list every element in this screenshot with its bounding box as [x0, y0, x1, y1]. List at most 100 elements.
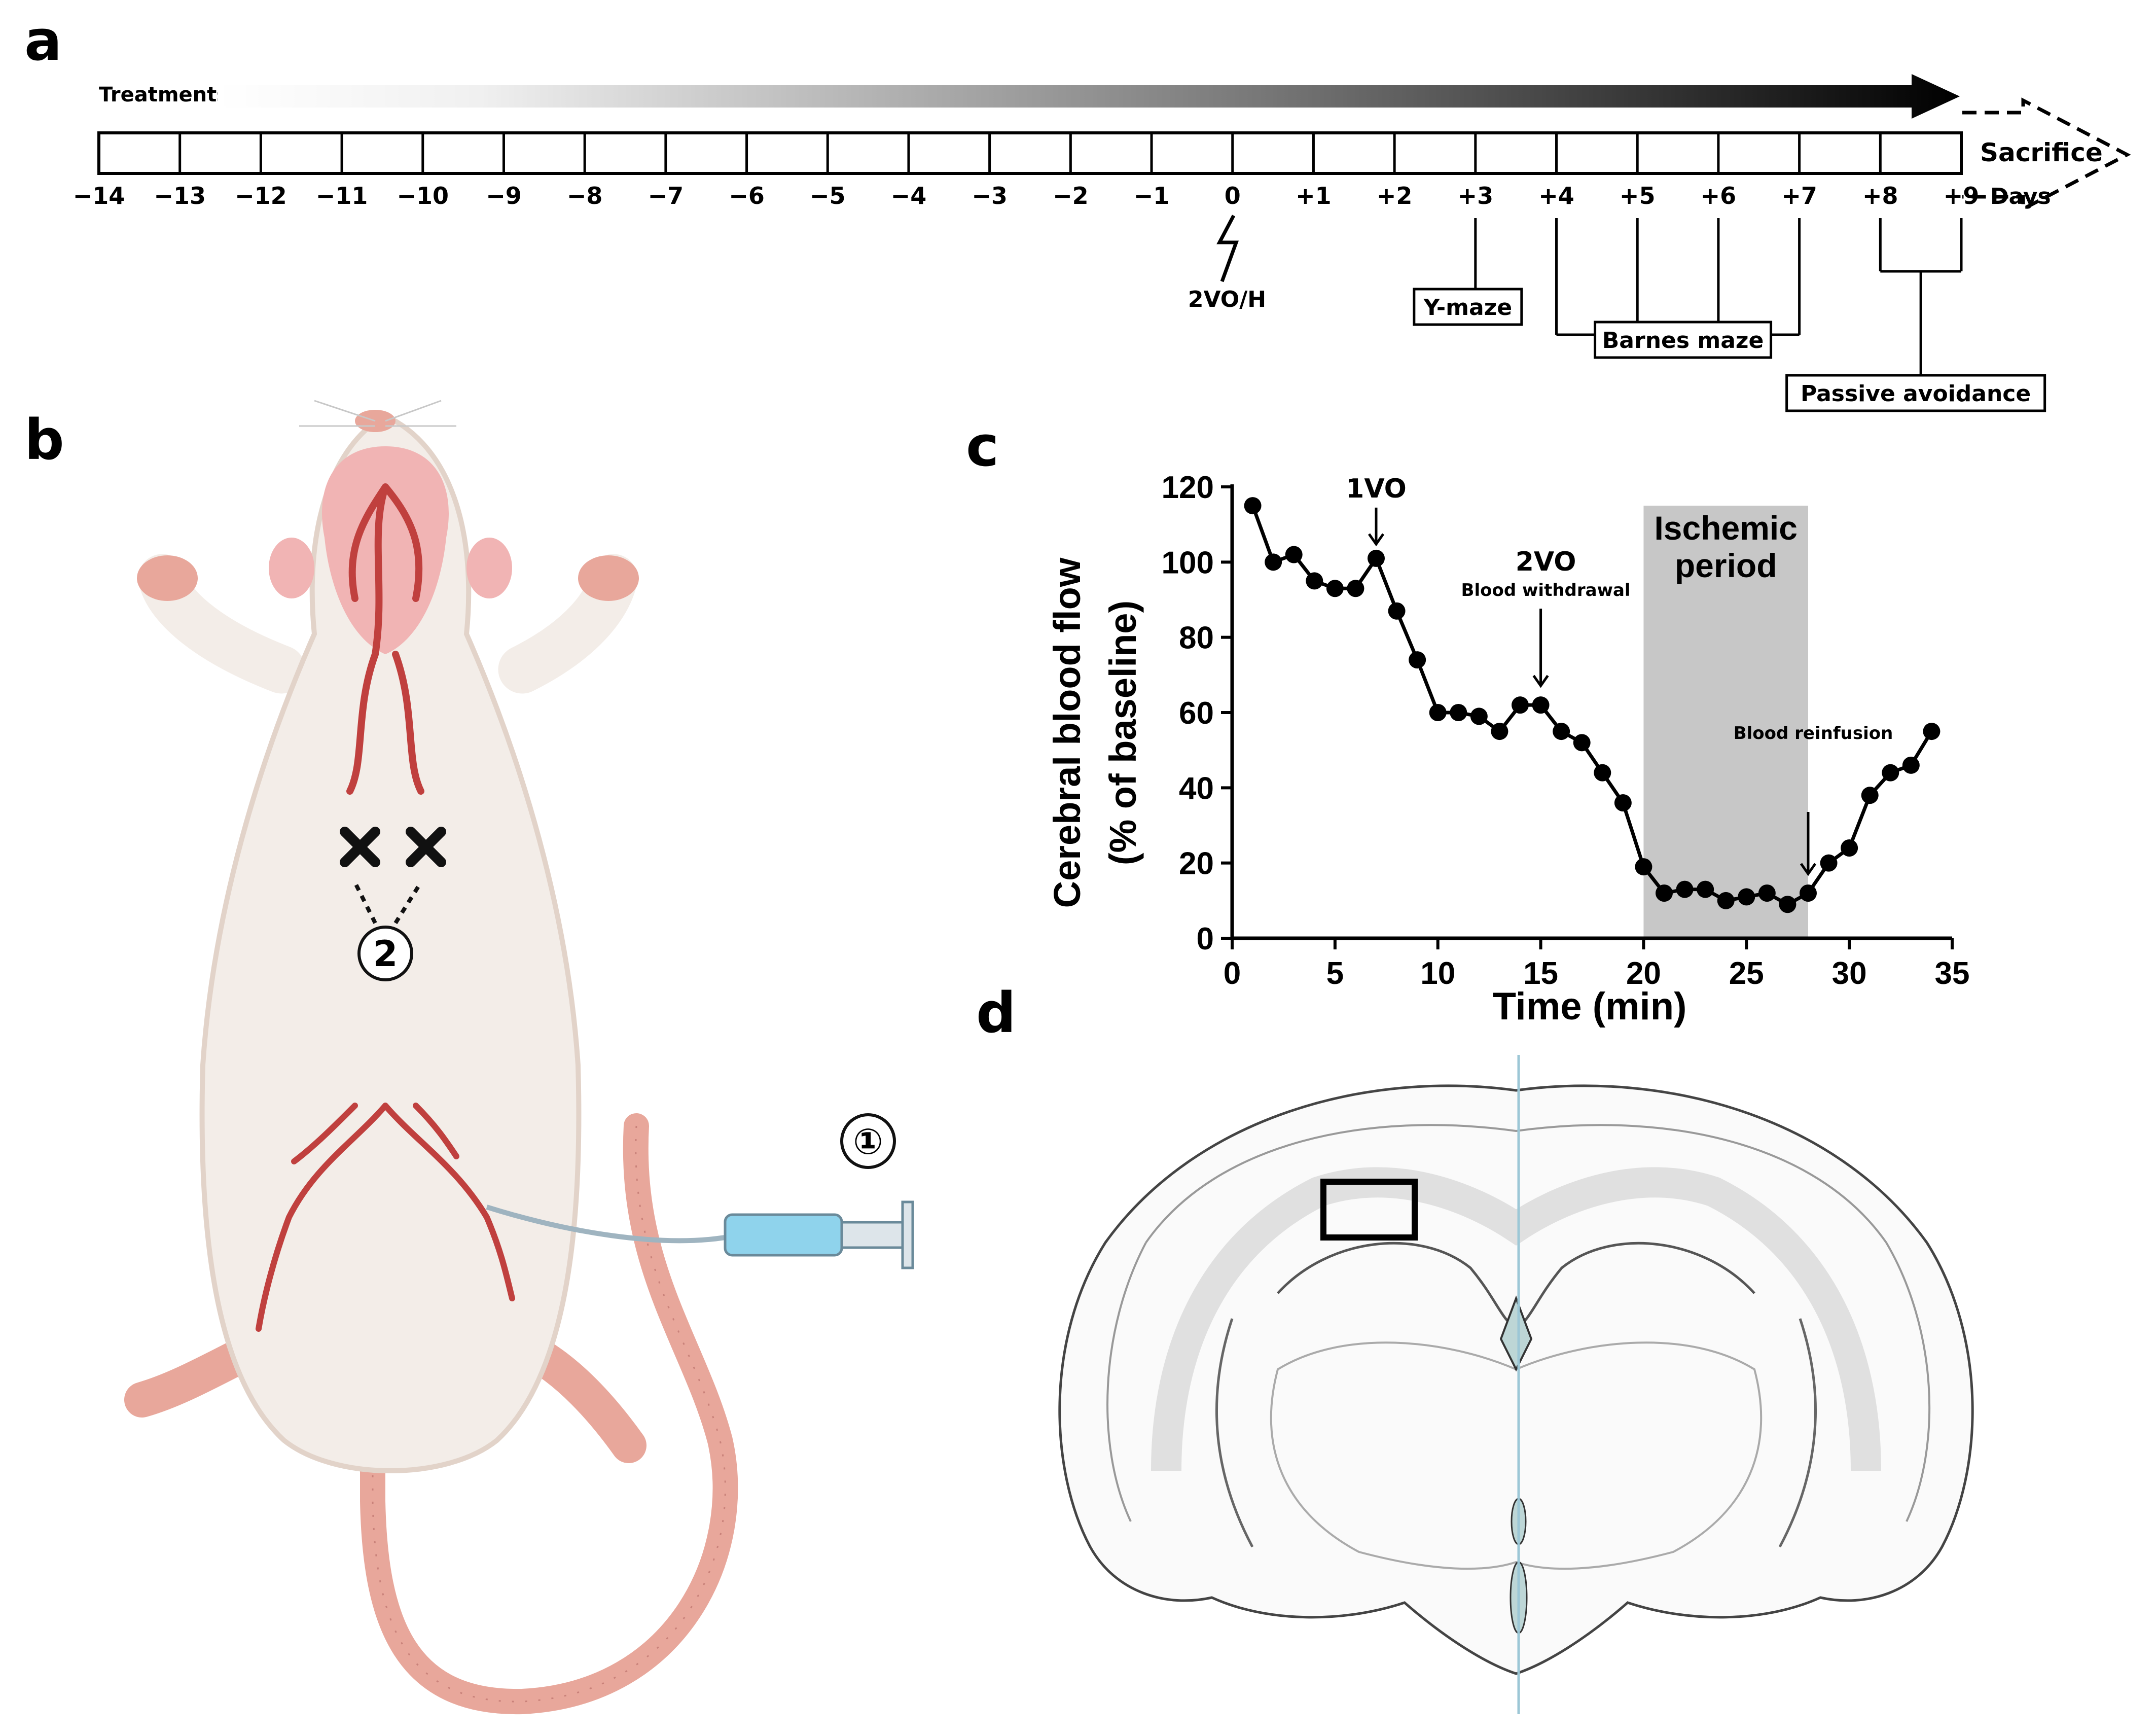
day-tick-label: +4 — [1538, 182, 1574, 209]
annotation-blood-reinfusion: Blood reinfusion — [1734, 723, 1893, 743]
marker-1-circle — [840, 1113, 896, 1169]
sacrifice-label: Sacrifice — [1980, 138, 2103, 167]
y-tick-label: 120 — [1162, 470, 1214, 505]
right-occlusion-icon — [406, 827, 446, 867]
y-tick-label: 0 — [1197, 922, 1214, 957]
data-point — [1738, 888, 1755, 906]
ischemic-period-label-line2: period — [1675, 547, 1777, 584]
x-tick-label: 35 — [1935, 956, 1970, 991]
data-point — [1388, 602, 1406, 620]
syringe-icon — [724, 1213, 843, 1257]
data-point — [1450, 704, 1467, 721]
data-point — [1614, 794, 1632, 811]
panel-label-c: c — [966, 414, 999, 479]
day-tick-label: −7 — [648, 182, 684, 209]
day-tick-label: −3 — [972, 182, 1008, 209]
marker-1: ① — [853, 1121, 883, 1162]
syringe-handle — [901, 1200, 914, 1269]
data-point — [1861, 787, 1879, 804]
data-point — [1409, 651, 1426, 669]
cortex-layer-line-left — [1106, 1242, 1147, 1522]
day-tick-label: −6 — [729, 182, 765, 209]
brain-section-atlas — [1058, 1055, 1974, 1714]
catheter-tube — [486, 1205, 726, 1244]
data-point — [1265, 553, 1282, 571]
data-point — [1512, 696, 1529, 714]
data-point — [1800, 884, 1817, 902]
day-tick-label: −11 — [316, 182, 368, 209]
data-point — [1244, 497, 1262, 515]
timeline-bar — [97, 131, 1963, 175]
x-tick-label: 5 — [1326, 956, 1344, 991]
behavior-test-label: Y-maze — [1423, 295, 1512, 321]
blood-flow-line — [1251, 505, 1933, 907]
thalamus-outline — [1270, 1341, 1763, 1570]
brain-outline — [1058, 1084, 1974, 1675]
third-ventricle — [1499, 1295, 1533, 1372]
cortex-layer-line — [1145, 1124, 1931, 1522]
marker-2-circle — [357, 926, 413, 981]
day-tick-label: −5 — [810, 182, 846, 209]
data-point — [1347, 580, 1364, 597]
behavior-test-box — [1785, 374, 2046, 412]
sacrifice-dashed-arrow — [1962, 97, 2131, 212]
data-point — [1306, 572, 1323, 590]
day-tick-label: −1 — [1134, 182, 1170, 209]
day-tick-label: −8 — [567, 182, 603, 209]
annotation-2vo: 2VO — [1516, 547, 1576, 577]
panel-label-d: d — [976, 980, 1016, 1045]
day-tick-label: +6 — [1701, 182, 1737, 209]
behavior-test-label: Barnes maze — [1602, 328, 1764, 353]
rat-right-hand — [578, 555, 639, 601]
ischemic-period-label: Ischemic — [1654, 509, 1798, 547]
data-point — [1697, 880, 1714, 898]
data-point — [1491, 723, 1508, 740]
data-point — [1429, 704, 1447, 721]
lateral-structures — [1215, 1318, 1817, 1548]
data-point — [1368, 549, 1385, 567]
day-tick-label: 0 — [1225, 182, 1241, 209]
day-tick-label: −4 — [891, 182, 927, 209]
day-tick-label: +5 — [1620, 182, 1656, 209]
timeline-day-grid — [97, 131, 1963, 175]
panel-d: d — [976, 980, 1974, 1714]
day-tick-label: −14 — [73, 182, 125, 209]
corpus-callosum — [1151, 1167, 1881, 1471]
data-point — [1553, 723, 1570, 740]
annotation-1vo: 1VO — [1346, 474, 1407, 504]
panel-b: b 2 ① — [24, 400, 914, 1715]
data-point — [1820, 854, 1838, 872]
x-axis-label: Time (min) — [1493, 985, 1687, 1028]
treatment-gradient-arrow — [218, 74, 1960, 119]
panel-label-a: a — [24, 8, 62, 73]
x-tick-label: 10 — [1420, 956, 1455, 991]
annotation-blood-withdrawal: Blood withdrawal — [1461, 580, 1631, 600]
behavior-test: Barnes maze — [1555, 218, 1801, 359]
rat-illustration: 2 ① — [124, 400, 914, 1715]
annotation-arrowhead — [1368, 533, 1385, 547]
x-tick-label: 20 — [1626, 956, 1661, 991]
x-tick-label: 25 — [1729, 956, 1764, 991]
day-tick-label: −2 — [1053, 182, 1089, 209]
syringe-plunger — [840, 1221, 904, 1249]
data-point — [1285, 546, 1303, 563]
y-axis-label: Cerebral blood flow — [1046, 557, 1088, 908]
data-point — [1717, 892, 1735, 909]
behavior-test-box — [1594, 321, 1773, 359]
left-occlusion-icon — [340, 827, 380, 867]
day-tick-label: +1 — [1296, 182, 1332, 209]
day-tick-label: −10 — [397, 182, 449, 209]
annotation-arrowhead — [1532, 675, 1549, 688]
data-point — [1841, 839, 1858, 857]
day-tick-label: +3 — [1458, 182, 1494, 209]
data-point — [1902, 756, 1920, 774]
x-tick-label: 15 — [1523, 956, 1558, 991]
panel-a: a Treatments(i.o) −14−13−12−11−10−9−8−7−… — [24, 8, 2131, 412]
abdominal-vessels — [256, 1103, 515, 1332]
data-point — [1573, 734, 1591, 752]
data-point — [1532, 696, 1550, 714]
